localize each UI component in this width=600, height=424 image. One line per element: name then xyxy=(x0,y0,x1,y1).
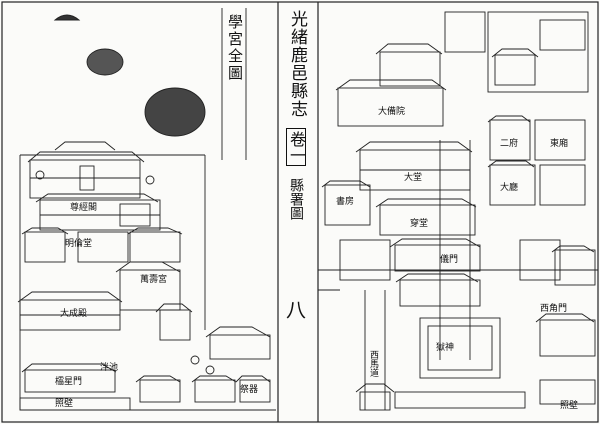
label-zhaobi-right: 照壁 xyxy=(560,401,579,411)
left-map-title: 學宮全圖 xyxy=(226,14,244,82)
label-wanshou-gong: 萬壽宮 xyxy=(140,275,168,285)
label-erfu: 二府 xyxy=(500,139,519,149)
label-ximadao: 西馬道 xyxy=(368,350,378,377)
gazetteer-title: 光緒鹿邑縣志 xyxy=(287,10,307,118)
label-chuantang: 穿堂 xyxy=(410,219,429,229)
label-minglun-tang: 明倫堂 xyxy=(65,239,93,249)
label-jixian: 祭器 xyxy=(240,385,259,395)
label-dadian: 大堂 xyxy=(404,173,423,183)
label-dayin-hall: 大備院 xyxy=(378,107,406,117)
label-zunjing-ge: 尊經閣 xyxy=(70,203,98,213)
label-lingxing-men: 櫺星門 xyxy=(55,377,83,387)
label-pan-chi: 泮池 xyxy=(100,363,119,373)
label-dacheng-dian: 大成殿 xyxy=(60,309,88,319)
label-yiting: 儀門 xyxy=(440,255,459,265)
label-jiuyuan: 獄神 xyxy=(436,343,455,353)
label-zhaobi-left: 照壁 xyxy=(55,399,74,409)
map-name: 縣署圖 xyxy=(288,178,304,220)
page-number: 八 xyxy=(286,298,306,322)
label-ximen: 西角門 xyxy=(540,304,568,314)
label-dongxiang: 東廂 xyxy=(550,139,569,149)
juan-label: 卷一 xyxy=(286,128,306,166)
label-dating: 大廳 xyxy=(500,183,519,193)
label-shufang: 書房 xyxy=(336,197,355,207)
